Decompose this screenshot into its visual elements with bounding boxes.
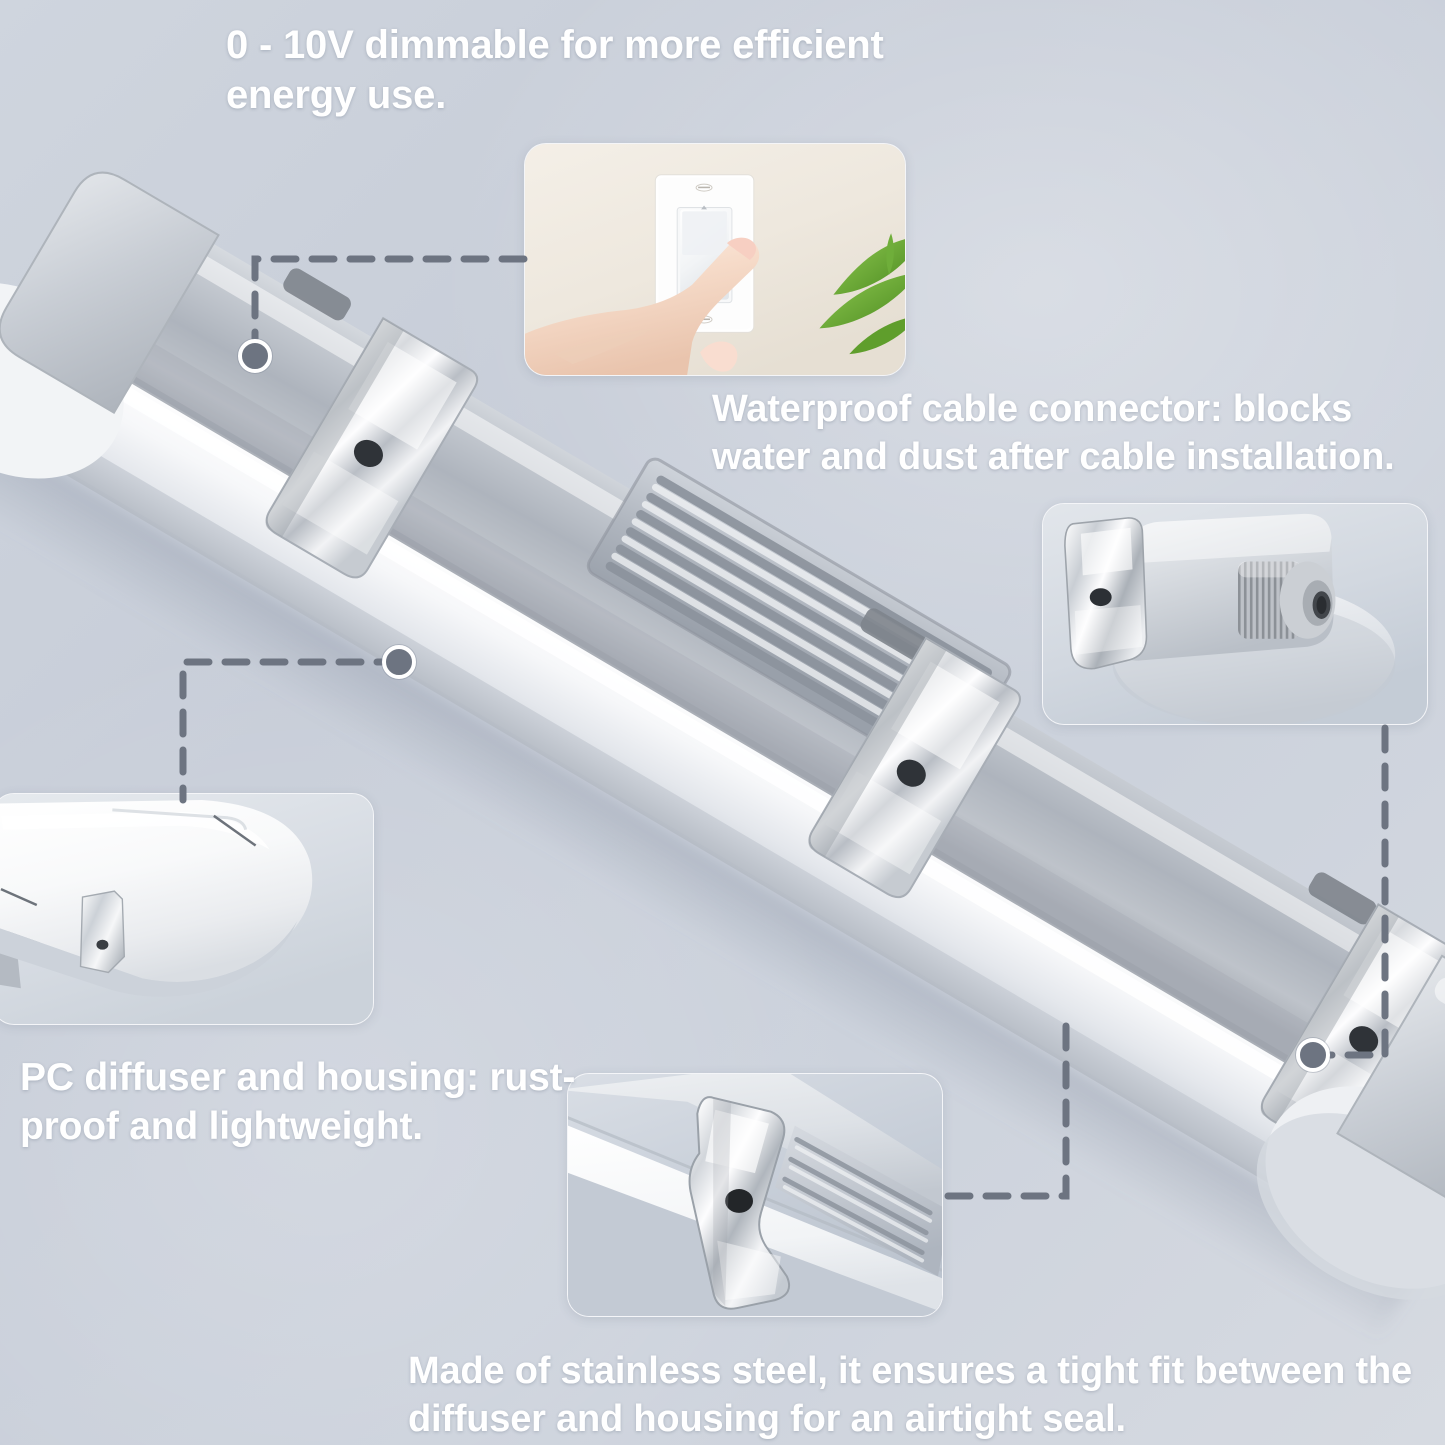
caption-diffuser: PC diffuser and housing: rust-proof and … <box>20 1056 576 1149</box>
caption-connector: Waterproof cable connector: blocks water… <box>712 388 1395 478</box>
callout-marker-connector <box>1296 1038 1330 1072</box>
inset-pc-diffuser <box>0 793 374 1025</box>
inset-cable-connector <box>1042 503 1428 725</box>
caption-dimmer: 0 - 10V dimmable for more efficient ener… <box>226 23 884 118</box>
inset-stainless-clip <box>567 1073 943 1317</box>
caption-stainless-steel: Made of stainless steel, it ensures a ti… <box>408 1350 1412 1440</box>
callout-marker-diffuser <box>382 645 416 679</box>
callout-marker-dimmer <box>238 339 272 373</box>
inset-dimmer-switch <box>524 143 906 376</box>
